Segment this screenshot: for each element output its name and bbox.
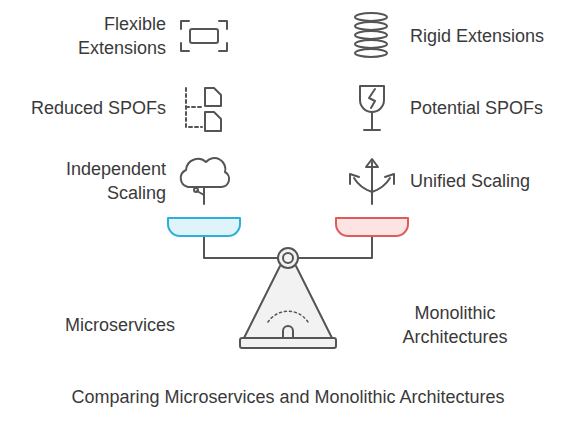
dashed-bracket: [186, 88, 202, 127]
flexible-extension-icon: [181, 21, 227, 51]
document-shape: [205, 88, 221, 106]
scale-pivot: [278, 248, 298, 268]
label-text: Unified Scaling: [410, 169, 576, 193]
label-text: Flexible Extensions: [66, 12, 166, 60]
balance-scale: [168, 218, 408, 348]
left-pan: [168, 218, 240, 236]
reduced-spof-icon: [186, 88, 221, 131]
cloud-shape: [181, 158, 229, 187]
spring-icon: [355, 13, 387, 57]
cloud-scaling-icon: [181, 158, 229, 204]
broken-glass-icon: [360, 86, 384, 130]
scale-base: [240, 338, 336, 348]
arrow-head: [385, 174, 394, 184]
arrow-stems: [354, 162, 390, 204]
document-shape: [205, 112, 221, 131]
gauge-lamp: [283, 326, 293, 338]
caption-text: Comparing Microservices and Monolithic A…: [0, 385, 576, 409]
corner-brackets: [181, 21, 227, 51]
glass-stem: [364, 112, 380, 130]
arrow-head: [366, 159, 378, 167]
label-text: Microservices: [40, 313, 200, 337]
split-arrows-icon: [350, 159, 394, 204]
glass-bowl: [360, 86, 384, 112]
label-text: Monolithic Architectures: [390, 301, 520, 349]
arrow-head: [350, 174, 359, 184]
label-text: Reduced SPOFs: [6, 96, 166, 120]
right-pan: [336, 218, 408, 236]
label-text: Rigid Extensions: [410, 24, 576, 48]
label-text: Potential SPOFs: [410, 96, 576, 120]
glass-crack: [369, 89, 375, 108]
inner-box: [190, 29, 218, 43]
label-text: Independent Scaling: [51, 157, 166, 205]
gauge-ticks: [268, 311, 308, 322]
scale-stand: [244, 266, 332, 338]
stem-dot: [194, 188, 198, 192]
pivot-center: [283, 253, 293, 263]
